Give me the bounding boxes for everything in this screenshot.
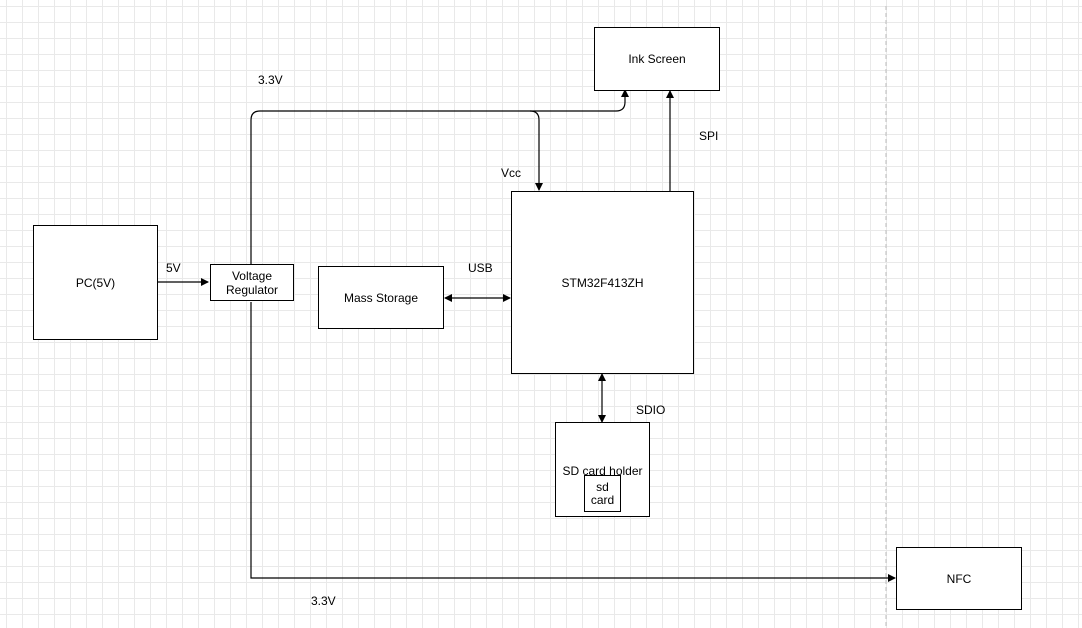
node-pc-label: PC(5V) — [75, 275, 116, 290]
label-5v: 5V — [166, 261, 181, 275]
node-nfc-label: NFC — [946, 571, 972, 586]
edge-vcc-to-mcu — [529, 110, 543, 191]
label-spi: SPI — [699, 129, 719, 143]
label-vcc: Vcc — [501, 166, 522, 180]
node-voltage-regulator: Voltage Regulator — [210, 264, 294, 301]
edge-rail-to-ink-screen — [250, 89, 629, 264]
node-nfc: NFC — [896, 547, 1022, 610]
node-sd-card-label: sd card — [590, 479, 615, 507]
label-sdio: SDIO — [636, 403, 666, 417]
node-sd-card-holder-label: SD card holder — [562, 464, 643, 478]
node-ink-screen: Ink Screen — [594, 27, 720, 91]
node-mass-storage-label: Mass Storage — [343, 290, 419, 305]
node-mcu-label: STM32F413ZH — [561, 275, 644, 290]
label-3v3-top: 3.3V — [258, 73, 283, 87]
node-pc: PC(5V) — [33, 225, 158, 340]
edge-rail-to-nfc — [250, 302, 896, 582]
label-3v3-bottom: 3.3V — [311, 594, 336, 608]
node-sd-card: sd card — [584, 475, 621, 512]
label-usb: USB — [468, 261, 493, 275]
node-mcu: STM32F413ZH — [511, 191, 694, 374]
node-voltage-regulator-label: Voltage Regulator — [225, 268, 279, 297]
node-sd-card-holder: SD card holder — [555, 422, 650, 517]
node-mass-storage: Mass Storage — [318, 266, 444, 329]
node-ink-screen-label: Ink Screen — [628, 52, 686, 66]
